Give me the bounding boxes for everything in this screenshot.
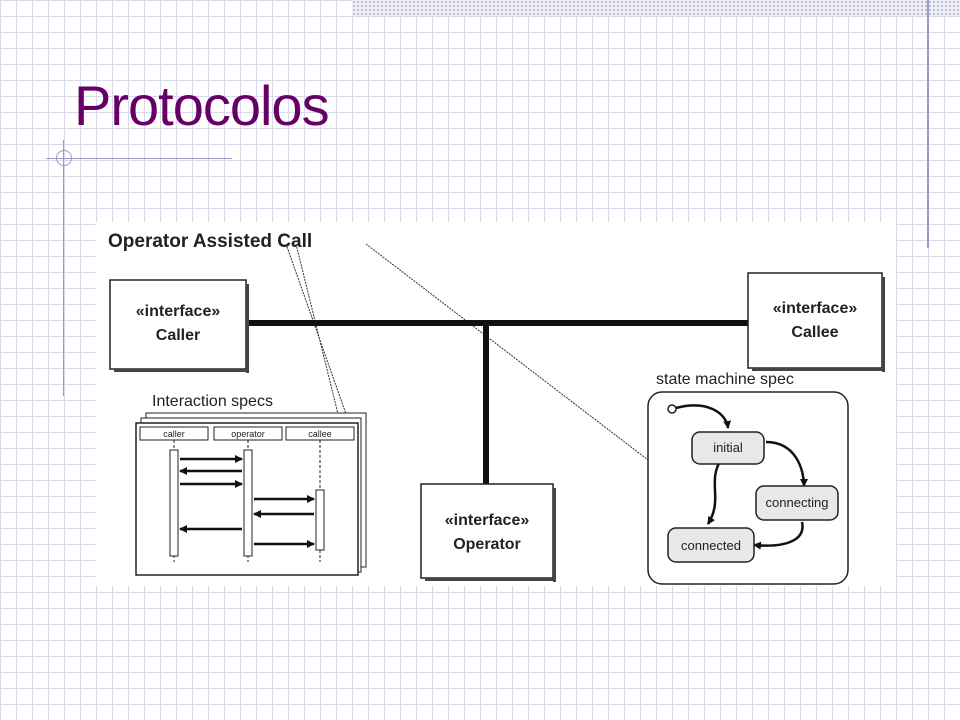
protocol-diagram: Operator Assisted Call «interface» Calle…: [96, 222, 896, 586]
callee-name: Callee: [791, 324, 838, 341]
heading-leader-lines: [285, 243, 649, 461]
callee-stereotype: «interface»: [773, 300, 858, 317]
state-connecting-label: connecting: [766, 495, 829, 510]
callee-interface-box: «interface» Callee: [747, 272, 885, 372]
state-initial: initial: [691, 431, 765, 465]
lifeline-operator-label: operator: [231, 429, 265, 439]
header-texture-band: [352, 0, 960, 16]
diagram-canvas: Operator Assisted Call «interface» Calle…: [108, 231, 885, 585]
operator-name: Operator: [453, 536, 521, 553]
decorative-horizontal-line: [46, 158, 232, 159]
state-initial-label: initial: [713, 440, 743, 455]
caller-name: Caller: [156, 327, 200, 344]
lifeline-caller-label: caller: [163, 429, 185, 439]
operator-stereotype: «interface»: [445, 512, 530, 529]
interaction-specs: Interaction specs caller operator callee: [135, 393, 367, 576]
diagram-heading: Operator Assisted Call: [108, 231, 312, 252]
decorative-left-vertical-line: [63, 140, 64, 396]
connection-bus: [244, 320, 748, 484]
initial-pseudostate: [667, 404, 677, 414]
slide-title: Protocolos: [74, 74, 330, 137]
decorative-vertical-line: [927, 0, 929, 248]
lifeline-callee-label: callee: [308, 429, 332, 439]
state-connected: connected: [667, 527, 755, 563]
decorative-circle: [56, 150, 72, 166]
operator-interface-box: «interface» Operator: [420, 483, 556, 582]
state-connecting: connecting: [755, 485, 839, 521]
interaction-specs-label: Interaction specs: [152, 393, 273, 410]
state-connected-label: connected: [681, 538, 741, 553]
state-machine-label: state machine spec: [656, 371, 794, 388]
caller-interface-box: «interface» Caller: [109, 279, 249, 373]
state-machine-spec: state machine spec initial connecting co…: [647, 371, 849, 585]
caller-stereotype: «interface»: [136, 303, 221, 320]
